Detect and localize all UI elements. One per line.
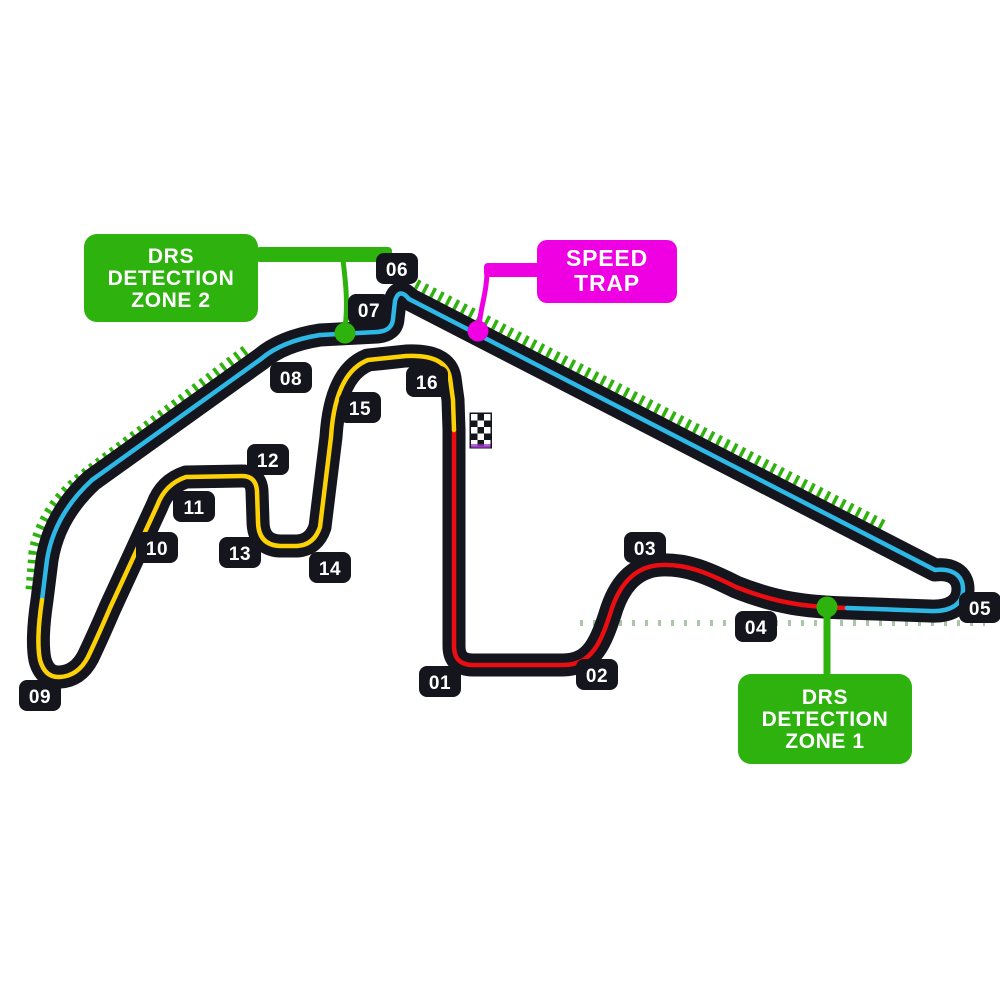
speed-trap-leader-bar <box>484 263 540 277</box>
turn-chip-04 <box>735 611 777 642</box>
turn-chip-02 <box>576 659 618 690</box>
drs-zone-2-text-line3: ZONE 2 <box>131 289 210 312</box>
turn-number-12: 12 <box>257 451 279 472</box>
turn-chip-13 <box>219 537 261 568</box>
turn-chip-12 <box>247 444 289 475</box>
turn-chip-01 <box>419 666 461 697</box>
turn-number-05: 05 <box>969 599 991 620</box>
drs-detection-zone-2-label: DRS DETECTION ZONE 2 <box>84 234 258 322</box>
turn-number-06: 06 <box>386 260 408 281</box>
turn-number-02: 02 <box>586 666 608 687</box>
turn-number-14: 14 <box>319 559 341 580</box>
drs-zone-1-text-line2: DETECTION <box>762 708 889 731</box>
turn-number-15: 15 <box>349 399 371 420</box>
turn-chip-05 <box>959 592 1000 623</box>
turn-chip-07 <box>348 294 390 325</box>
turn-labels: 01 02 03 04 05 06 07 08 09 10 11 12 13 14 15 16 <box>19 253 1000 711</box>
speed-trap-label: SPEED TRAP <box>537 240 677 303</box>
turn-chip-10 <box>136 532 178 563</box>
turn-chip-16 <box>406 366 448 397</box>
drs-detection-point-1 <box>816 596 838 618</box>
drs-zone-2-text-line2: DETECTION <box>108 267 235 290</box>
speed-trap-box <box>537 240 677 303</box>
drs-zone-2-text-line1: DRS <box>148 245 194 268</box>
turn-number-03: 03 <box>634 539 656 560</box>
turn-number-08: 08 <box>280 369 302 390</box>
turn-chip-09 <box>19 680 61 711</box>
drs-zone-1-hatching <box>411 279 888 535</box>
turn-number-04: 04 <box>745 618 767 639</box>
drs-zone-1-text-line3: ZONE 1 <box>785 730 864 753</box>
turn-number-07: 07 <box>358 301 380 322</box>
sector-1-red-line <box>451 427 850 668</box>
turn-chip-08 <box>270 362 312 393</box>
turn-chip-06 <box>376 253 418 284</box>
speed-trap-text-line1: SPEED <box>566 245 648 271</box>
drs-zone-1-text-line1: DRS <box>802 686 848 709</box>
drs-detection-point-2 <box>334 322 356 344</box>
turn-chip-15 <box>339 392 381 423</box>
turn-number-10: 10 <box>146 539 168 560</box>
speed-trap-leader-line <box>476 267 490 329</box>
turn-number-01: 01 <box>429 673 451 694</box>
checkered-flag-icon <box>469 412 492 449</box>
speed-trap-text-line2: TRAP <box>574 270 640 296</box>
turn-number-09: 09 <box>29 687 51 708</box>
turn-chip-11 <box>173 491 215 522</box>
drs-zone-2-leader-line <box>340 257 349 331</box>
turn-number-16: 16 <box>416 373 438 394</box>
turn-chip-14 <box>309 552 351 583</box>
speed-trap-point <box>467 320 489 342</box>
drs-zone-1-box <box>738 674 912 764</box>
turn-chip-03 <box>624 532 666 563</box>
drs-zone-2-box <box>84 234 258 322</box>
drs-detection-zone-1-label: DRS DETECTION ZONE 1 <box>738 674 912 764</box>
sector-3-yellow-line <box>36 353 457 680</box>
drs-zone-2-leader-bar <box>256 247 392 262</box>
turn-number-11: 11 <box>183 498 204 519</box>
sector-2-cyan-line <box>39 291 966 614</box>
drs-zone-1-leader-line <box>823 610 831 676</box>
turn-number-13: 13 <box>229 544 251 565</box>
